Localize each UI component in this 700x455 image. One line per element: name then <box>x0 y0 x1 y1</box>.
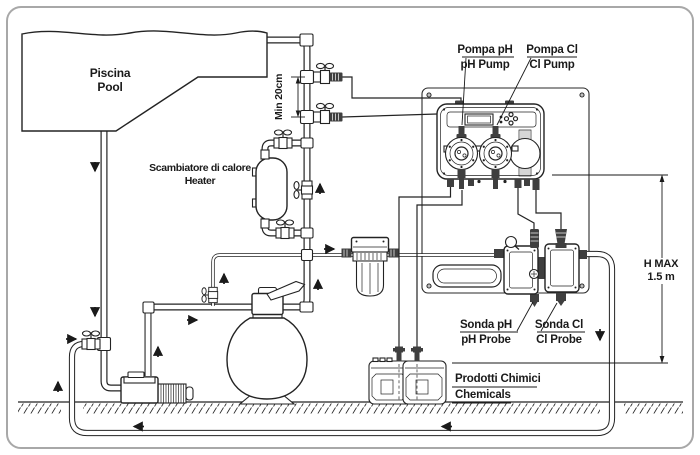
heat-exchanger <box>251 149 288 229</box>
dosing-control-unit <box>436 100 545 190</box>
chemical-tanks <box>368 346 447 405</box>
flow-arrows <box>52 162 606 432</box>
min-distance-label: Min 20cm <box>273 73 285 121</box>
diagram-border <box>6 6 694 449</box>
ph-pump-label: Pompa pH pH Pump <box>457 44 513 71</box>
chemicals-label: Prodotti Chimici Chemicals <box>455 373 541 401</box>
cl-pump-label: Pompa Cl Cl Pump <box>526 44 578 71</box>
cl-probe-label: Sonda Cl Cl Probe <box>534 319 584 346</box>
dimension-max-height <box>452 174 668 364</box>
tubes-and-cables <box>398 187 562 349</box>
return-tubing <box>68 250 616 437</box>
circulation-pump <box>120 371 194 404</box>
ph-probe-label: Sonda pH pH Probe <box>459 319 513 346</box>
sand-filter <box>226 280 308 405</box>
pool-shape <box>21 30 268 132</box>
main-piping <box>100 33 314 392</box>
return-valve <box>81 330 112 352</box>
injection-valves <box>299 62 462 125</box>
probe-holder <box>494 229 587 307</box>
dimension-min-distance <box>291 76 305 118</box>
cartridge-filter <box>341 236 399 297</box>
sample-piping <box>201 248 496 306</box>
pool-label: Piscina Pool <box>89 66 131 94</box>
label-leader-lines <box>452 56 585 404</box>
heater-label: Scambiatore di calore Heater <box>149 162 251 187</box>
h-max-label: H MAX 1.5 m <box>636 258 686 284</box>
ground-hatching <box>18 401 683 414</box>
